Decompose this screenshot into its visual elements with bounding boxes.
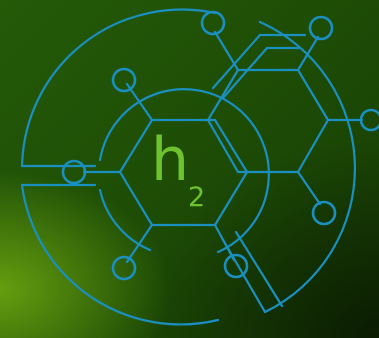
bond-top bbox=[213, 30, 240, 72]
bond-lower-right bbox=[213, 223, 236, 262]
bond-right-lower bbox=[296, 170, 322, 206]
atom-top-node bbox=[200, 10, 226, 36]
outer-ring-bottom-left-arc bbox=[20, 183, 220, 326]
bond-lower-left bbox=[125, 223, 154, 264]
inner-ring-arc bbox=[98, 88, 270, 254]
atom-lower-left-node bbox=[111, 255, 137, 281]
bond-upper-right bbox=[296, 35, 320, 72]
atom-left-node bbox=[61, 159, 87, 185]
hydrogen-symbol: h 2 bbox=[143, 125, 223, 213]
atom-upper-left-node bbox=[111, 67, 137, 93]
outer-ring-right-arc bbox=[258, 20, 356, 314]
atom-right-lower-node bbox=[311, 200, 337, 226]
symbol-subscript: 2 bbox=[188, 182, 206, 213]
outer-ring-top-left-arc bbox=[20, 8, 217, 168]
symbol-letter: h bbox=[151, 125, 190, 195]
inner-ring-lower-arc bbox=[98, 188, 152, 252]
bond-upper-left bbox=[125, 82, 154, 122]
frame-band-upper bbox=[211, 33, 307, 100]
atom-lower-right-node bbox=[223, 253, 249, 279]
atom-upper-right-node bbox=[308, 15, 334, 41]
atom-right-node bbox=[359, 108, 379, 132]
